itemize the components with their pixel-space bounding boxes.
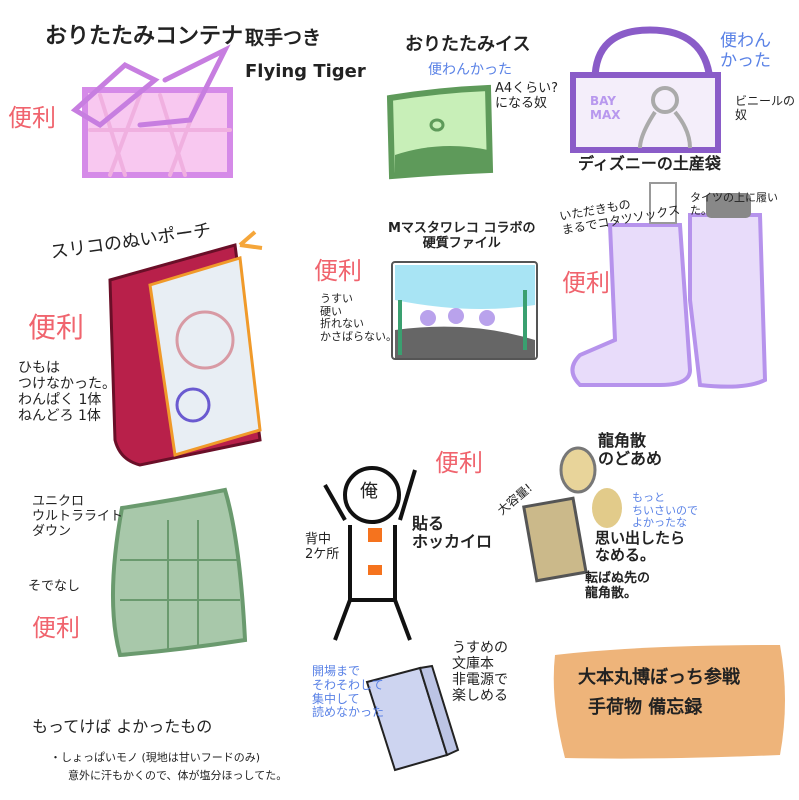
pouch-verdict: 便利 bbox=[28, 311, 85, 344]
chair-verdict: 便わんかった bbox=[428, 62, 512, 78]
file-title: Mマスタワレコ コラボの 硬質ファイル bbox=[388, 221, 536, 251]
missing-reason: 意外に汗もかくので、体が塩分ほっしてた。 bbox=[68, 769, 288, 782]
hard-file-drawing bbox=[391, 261, 538, 360]
container-verdict: 便利 bbox=[8, 104, 56, 132]
down-title: ユニクロ ウルトラライト ダウン bbox=[32, 494, 124, 539]
container-note-brand: Flying Tiger bbox=[245, 61, 366, 82]
candy-drawing bbox=[522, 446, 622, 583]
plush-pouch-drawing bbox=[108, 230, 263, 467]
file-verdict: 便利 bbox=[314, 257, 362, 285]
candy-note2: 転ばぬ先の 龍角散。 bbox=[585, 571, 651, 601]
candy-note1: 思い出したら なめる。 bbox=[595, 529, 686, 565]
book-note: うすめの 文庫本 非電源で 楽しめる bbox=[452, 640, 508, 705]
chair-note: A4くらい? になる奴 bbox=[495, 81, 559, 111]
socks-verdict: 便利 bbox=[562, 269, 610, 297]
folding-container-drawing bbox=[70, 44, 233, 178]
down-note: そでなし bbox=[28, 579, 81, 594]
person-head-label: 俺 bbox=[360, 481, 378, 502]
bag-note: ビニールの 奴 bbox=[735, 94, 796, 122]
bag-print: BAY MAX bbox=[590, 94, 621, 122]
container-note-handle: 取手つき bbox=[245, 27, 322, 49]
container-title: おりたたみコンテナ bbox=[45, 24, 244, 49]
bag-verdict: 便わん かった bbox=[720, 31, 771, 71]
down-verdict: 便利 bbox=[32, 614, 80, 642]
candy-title: 龍角散 のどあめ bbox=[598, 431, 663, 469]
person-drawing bbox=[323, 466, 417, 641]
book-drawing bbox=[365, 664, 460, 772]
title-card-bg bbox=[553, 645, 785, 759]
folding-chair-drawing bbox=[386, 84, 494, 180]
down-vest-drawing bbox=[110, 487, 248, 658]
book-regret: 開場まで そわそわして 集中して 読めなかった bbox=[312, 664, 385, 720]
socks-note-worn: タイツの上に履いた。 bbox=[690, 191, 778, 217]
kairo-where: 背中 2ケ所 bbox=[305, 532, 340, 562]
missing-title: もってけば よかったもの bbox=[32, 717, 213, 736]
pouch-note: ひもは つけなかった。 わんぱく 1体 ねんどろ 1体 bbox=[18, 360, 116, 425]
disney-bag-drawing bbox=[570, 26, 721, 153]
bag-caption: ディズニーの土産袋 bbox=[578, 154, 721, 173]
title-card-line2: 手荷物 備忘録 bbox=[588, 697, 703, 718]
chair-title: おりたたみイス bbox=[405, 34, 531, 55]
kairo-verdict: 便利 bbox=[435, 449, 483, 477]
missing-item: ・しょっぱいモノ (現地は甘いフードのみ) bbox=[50, 751, 261, 764]
candy-regret: もっと ちいさいので よかったな bbox=[632, 491, 698, 530]
file-note: うすい 硬い 折れない かさばらない。 bbox=[320, 292, 397, 343]
kairo-title: 貼る ホッカイロ bbox=[412, 514, 493, 552]
title-card-line1: 大本丸博ぼっち参戦 bbox=[578, 667, 740, 688]
socks-drawing bbox=[570, 182, 768, 389]
